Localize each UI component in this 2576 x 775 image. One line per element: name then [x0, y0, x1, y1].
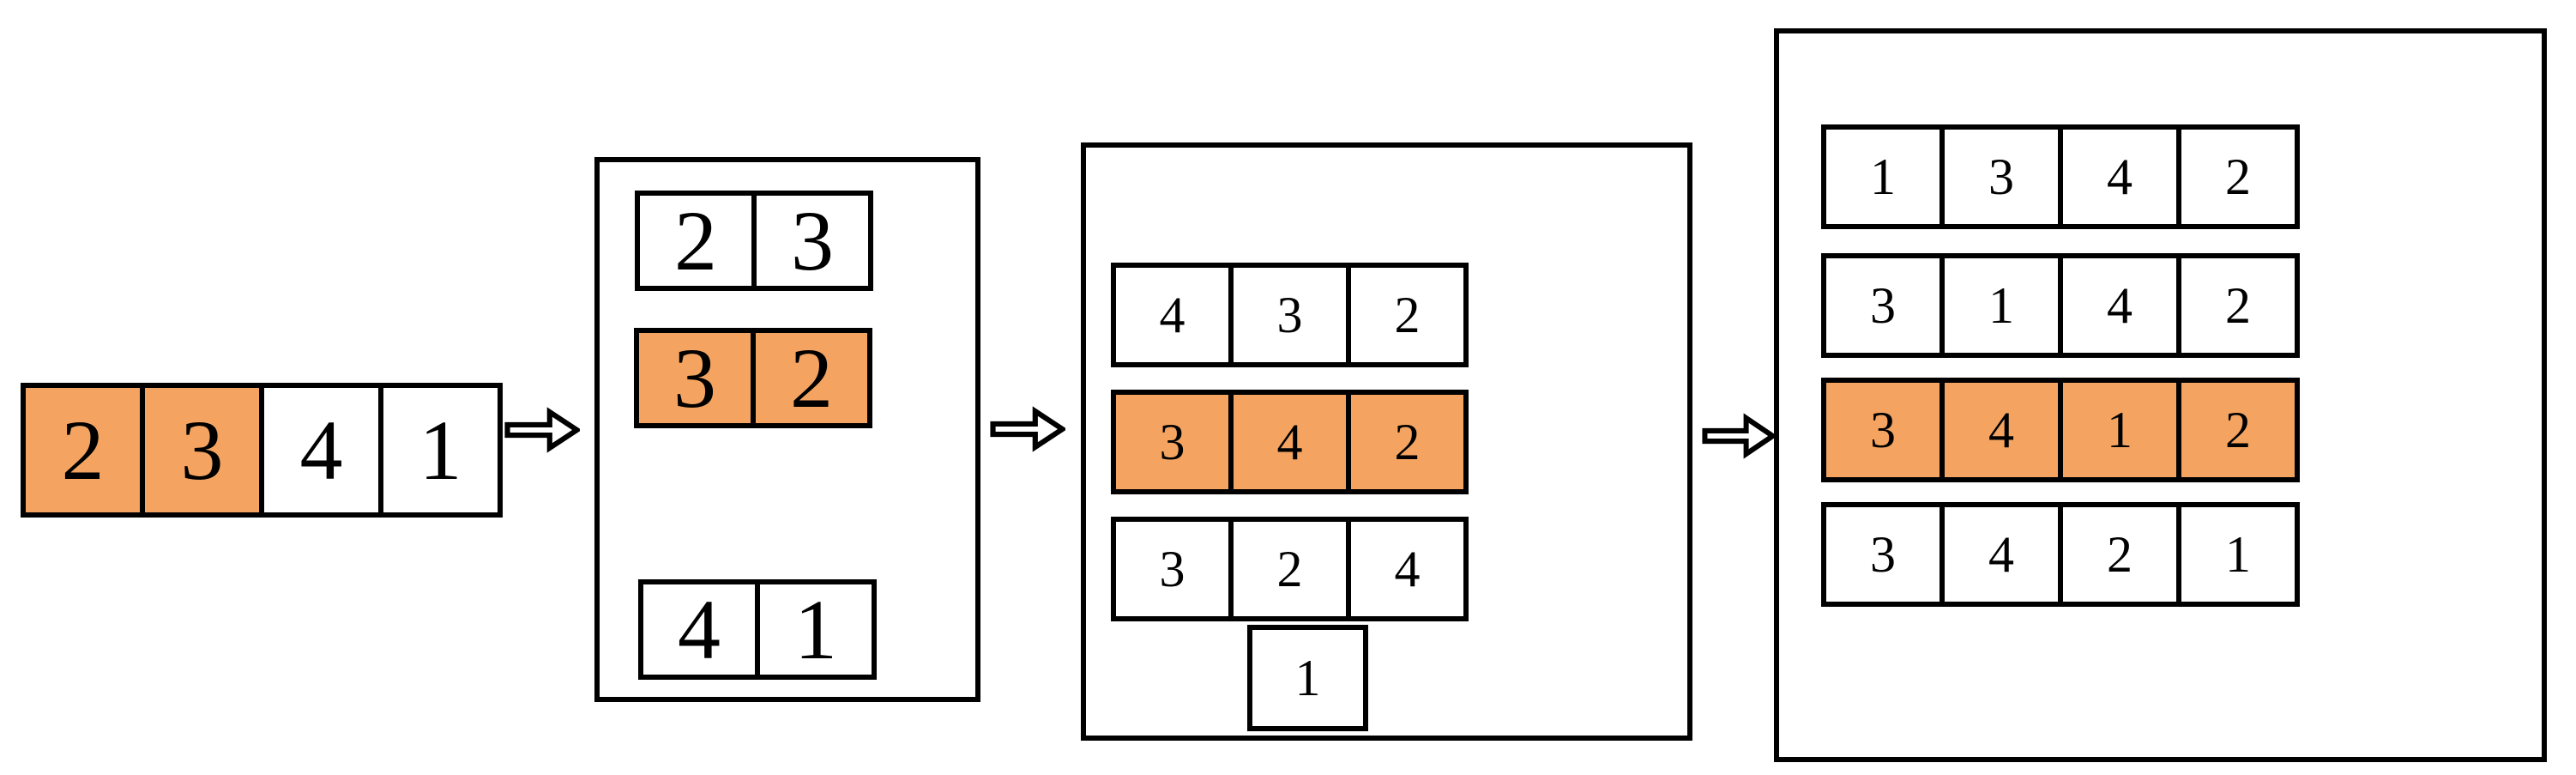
highlighted-cell: 3	[634, 328, 756, 428]
highlighted-cell: 2	[751, 328, 872, 428]
cell: 4	[259, 383, 383, 518]
cell: 2	[635, 191, 757, 291]
cell-row: 1	[1247, 625, 1368, 731]
cell: 4	[2058, 253, 2181, 358]
cell: 3	[1111, 517, 1234, 621]
right-arrow-icon	[1702, 413, 1776, 459]
highlighted-cell: 2	[1346, 390, 1469, 494]
right-arrow-icon	[504, 407, 580, 453]
cell: 4	[1111, 263, 1234, 367]
highlighted-cell: 3	[140, 383, 264, 518]
cell: 1	[2176, 502, 2300, 607]
cell: 4	[1940, 502, 2063, 607]
cell: 1	[1940, 253, 2063, 358]
cell: 2	[2058, 502, 2181, 607]
cell: 4	[1346, 517, 1469, 621]
highlighted-cell: 3	[1821, 378, 1945, 482]
cell: 3	[1940, 124, 2063, 229]
right-arrow-icon	[990, 406, 1065, 452]
cell: 2	[2176, 253, 2300, 358]
highlighted-cell: 4	[1940, 378, 2063, 482]
highlighted-cell: 3	[1111, 390, 1234, 494]
cell: 1	[1247, 625, 1368, 731]
cell: 1	[378, 383, 503, 518]
cell: 2	[2176, 124, 2300, 229]
cell: 4	[638, 579, 760, 680]
cell: 4	[2058, 124, 2181, 229]
cell: 2	[1346, 263, 1469, 367]
cell: 3	[1821, 253, 1945, 358]
highlighted-cell: 4	[1228, 390, 1351, 494]
cell: 3	[751, 191, 873, 291]
cell: 1	[755, 579, 877, 680]
highlighted-cell: 2	[21, 383, 145, 518]
right-arrow-icon	[1702, 413, 1776, 459]
cell: 1	[1821, 124, 1945, 229]
highlighted-cell: 1	[2058, 378, 2181, 482]
highlighted-cell: 2	[2176, 378, 2300, 482]
right-arrow-icon	[504, 407, 580, 453]
cell: 3	[1228, 263, 1351, 367]
right-arrow-icon	[990, 406, 1065, 452]
cell: 2	[1228, 517, 1351, 621]
cell: 3	[1821, 502, 1945, 607]
